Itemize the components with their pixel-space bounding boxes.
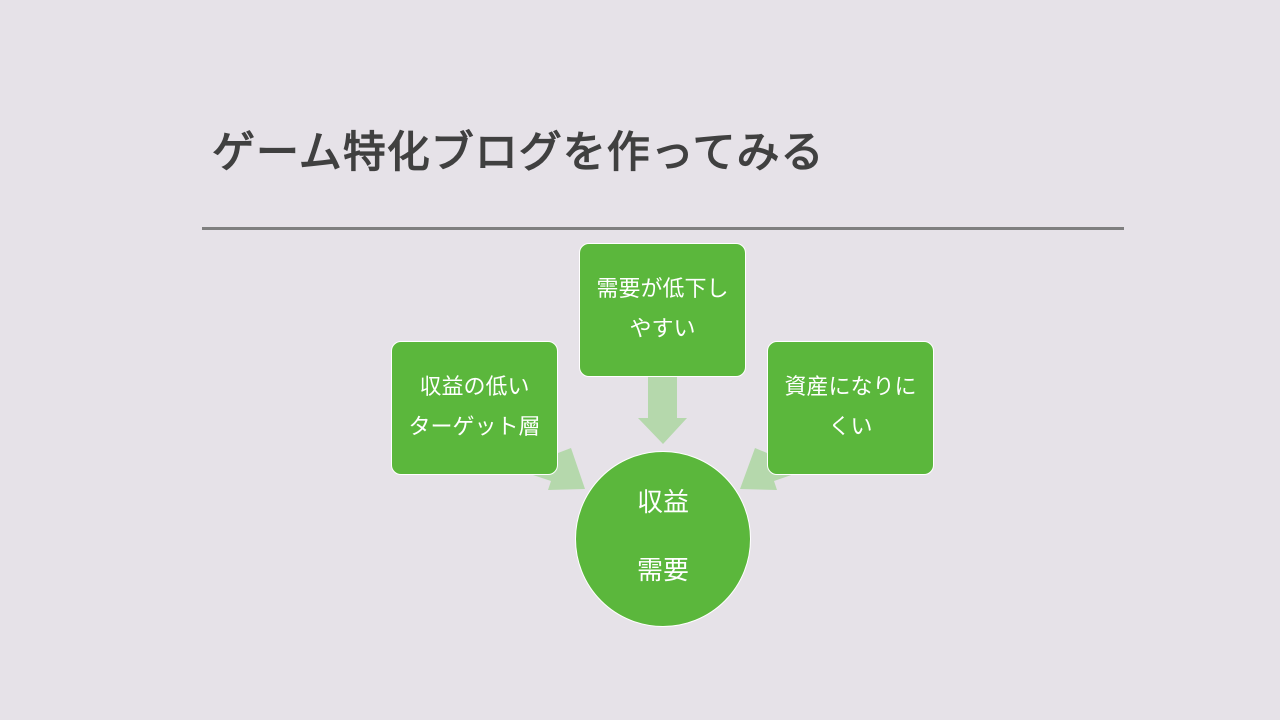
title-divider xyxy=(202,227,1124,230)
box-demand-declines-label: 需要が低下し やすい xyxy=(596,277,729,342)
slide-title: ゲーム特化ブログを作ってみる xyxy=(212,128,825,178)
box-low-revenue-target-label: 収益の低い ターゲット層 xyxy=(408,375,541,440)
box-low-revenue-target: 収益の低い ターゲット層 xyxy=(391,341,558,475)
center-label-revenue: 収益 xyxy=(636,488,689,518)
center-label-demand: 需要 xyxy=(636,556,689,586)
box-not-an-asset-label: 資産になりに くい xyxy=(784,375,917,440)
arrow-top-to-center xyxy=(638,377,687,444)
center-circle: 収益 需要 xyxy=(575,451,751,627)
box-not-an-asset: 資産になりに くい xyxy=(767,341,934,475)
box-demand-declines: 需要が低下し やすい xyxy=(579,243,746,377)
